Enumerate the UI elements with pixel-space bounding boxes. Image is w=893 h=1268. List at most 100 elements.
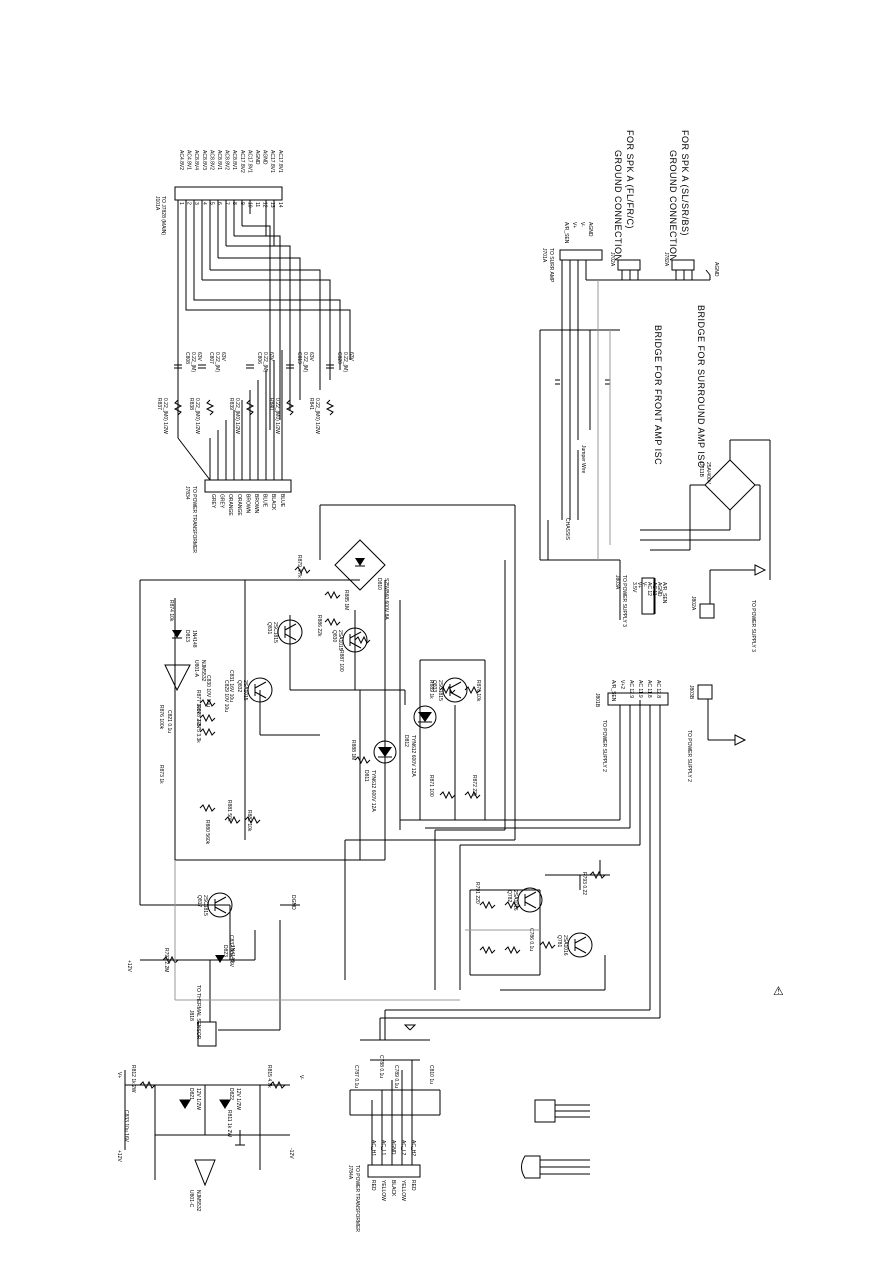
- j782a-ref: J782A: [663, 252, 669, 267]
- u801c-ref: U801-C: [188, 1190, 194, 1208]
- j101a-pin-label: AC8.8V4: [193, 150, 199, 170]
- j784a-ref: J784A: [347, 1165, 353, 1180]
- j101a-pin-label: AC17.8V1: [269, 150, 275, 173]
- j7834-ref: J7834: [184, 486, 190, 500]
- transistor-val: 2SA1015: [337, 630, 343, 651]
- j101a-pin-number: 10: [246, 202, 252, 208]
- cap-ref: C808: [184, 352, 190, 364]
- transistor-symbol: [207, 892, 233, 918]
- component-label: R878 2.2k: [195, 705, 201, 728]
- bridge-surround-label: BRIDGE FOR SURROUND AMP ISC: [696, 305, 706, 468]
- d812-val: TYN612 600V 12A: [410, 735, 416, 777]
- transistor-val: 2SC1815: [202, 895, 208, 916]
- j101a-connector: AC4.8V21AC4.8V12AC8.8V43AC8.8V34AC8.8V25…: [154, 150, 283, 235]
- component-label: R877 100k: [195, 690, 201, 715]
- transistor-collector: [574, 936, 587, 944]
- cap-voltage: 63V: [308, 352, 314, 362]
- transistor-ref: Q781: [556, 935, 562, 947]
- bridge-front-label: BRIDGE FOR FRONT AMP ISC: [653, 325, 663, 465]
- transistor-collector: [214, 896, 227, 904]
- j101a-pin-label: AGND: [254, 150, 260, 165]
- j801b-ref: J801B: [594, 693, 600, 708]
- d821-ref: D821: [188, 1088, 194, 1100]
- res-ref: R838: [188, 398, 194, 410]
- j801b-sub: TO POWER SUPPLY 2: [601, 720, 607, 772]
- j101a-pin-label: AC8.8V1: [231, 150, 237, 170]
- supply-section: V+ +12V -12V V- D821 12V 1/2W D822 12V 1…: [116, 1070, 304, 1212]
- j7834-wire-label: BLUE: [279, 494, 285, 508]
- j702a-ref: J702A: [609, 252, 615, 267]
- component-label: C786 0.1u: [528, 928, 534, 951]
- transistor-symbol: [342, 627, 368, 653]
- transistor-emitter: [574, 946, 587, 954]
- j801b-pin-label: AC 12.8: [655, 680, 661, 698]
- d811b-val: 25A/400V: [705, 462, 711, 485]
- res-ref: R837: [156, 398, 162, 410]
- component-label: C787 0.1u: [353, 1065, 359, 1088]
- transistor-emitter: [254, 691, 267, 699]
- cap-ref: C820: [336, 352, 342, 364]
- plus12v-label: +12V: [126, 960, 132, 972]
- chassis-label: CHASSIS: [564, 518, 570, 541]
- resistor-symbol: [285, 399, 295, 416]
- d810-val: S25VB60 600V 8A: [383, 578, 389, 620]
- cap-voltage: 63V: [220, 352, 226, 362]
- transistor-ref: Q832: [236, 680, 242, 692]
- component-label: C829 10V 10u: [223, 680, 229, 712]
- transistor-val: 2SA1015: [242, 680, 248, 701]
- j818-ref: J818: [188, 1010, 194, 1021]
- res-val: 0.22_(M0) 1/2W: [274, 398, 280, 434]
- j803b-sub: TO POWER SUPPLY 2: [686, 730, 692, 782]
- j7834-wire-label: BROWN: [253, 494, 259, 514]
- j803a-pin-label: V+: [636, 582, 642, 588]
- minus12v-label: -12V: [288, 1148, 294, 1159]
- j101a-pin-label: AC17.8V1: [277, 150, 283, 173]
- transistor-emitter: [284, 633, 297, 641]
- u801a-val: NJM5532: [200, 660, 206, 682]
- component-label: R874 10k: [168, 600, 174, 622]
- j784a-pin-label: AC_L2: [400, 1140, 406, 1156]
- transistor-symbol: [517, 887, 543, 913]
- j101a-pin-label: AC17.8V2: [239, 150, 245, 173]
- j101a-pin-label: AC8.8V2: [208, 150, 214, 170]
- j101a-pin-number: 3: [193, 202, 199, 205]
- bridge-block: BRIDGE FOR FRONT AMP ISC BRIDGE FOR SURR…: [539, 280, 771, 580]
- j101a-sub: TO J7828 (MAIN): [160, 196, 166, 235]
- component-label: R811 1k 2W: [226, 1110, 232, 1137]
- d813-ref: D813: [184, 630, 190, 642]
- j7834-wire-label: BLUE: [262, 494, 268, 508]
- j803a-pin-label: 3.5V: [631, 582, 637, 593]
- cap-voltage: 63V: [348, 352, 354, 362]
- protection-circuit: [139, 504, 516, 990]
- d811b-ref: D811B: [698, 462, 704, 478]
- component-label: R882 10k: [246, 810, 252, 832]
- j101a-pin-number: 1: [178, 202, 184, 205]
- res-ref: R841: [308, 398, 314, 410]
- u801a-ref: U801-A: [193, 660, 199, 678]
- j803a-ref: J803A: [614, 575, 620, 590]
- transistor-val: 2SC1815: [437, 680, 443, 701]
- vminus-label: V-: [298, 1075, 304, 1080]
- j101a-pin-number: 13: [269, 202, 275, 208]
- res-ref: R839: [228, 398, 234, 410]
- j7834-wire-label: BLACK: [270, 494, 276, 511]
- transistor-collector: [254, 681, 267, 689]
- component-label: R881 50k: [226, 800, 232, 822]
- j784a-pin-label: AC_H2: [410, 1140, 416, 1156]
- transistor-symbol: [277, 619, 303, 645]
- j101a-pin-label: AGND: [262, 150, 268, 165]
- j701a-pin-label: V+: [571, 222, 577, 228]
- d810-ref: D810: [376, 578, 382, 590]
- component-label: R886 22k: [316, 615, 322, 637]
- j803a-pin-label: V-: [641, 582, 647, 587]
- cap-val: 0.22_(M): [302, 352, 308, 372]
- mid-resistors: [199, 565, 481, 825]
- j803a-pin-label: AGND: [656, 582, 662, 597]
- transistor-collector: [349, 631, 362, 639]
- component-label: R885 1M: [343, 590, 349, 610]
- j801b-pin-label: AC 12.9: [628, 680, 634, 698]
- j101a-pin-label: AC8.8V2: [224, 150, 230, 170]
